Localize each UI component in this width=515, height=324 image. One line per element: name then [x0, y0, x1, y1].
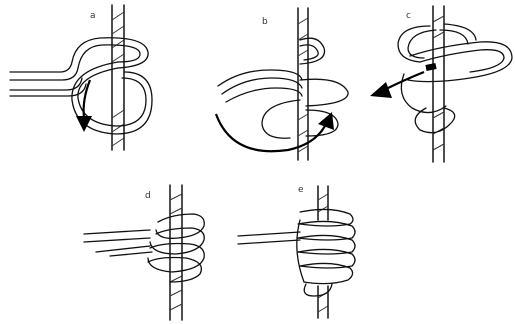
panel-c: c [370, 6, 512, 162]
panel-d-cord [84, 214, 204, 282]
panel-e: e [238, 185, 355, 318]
panel-c-label: c [406, 11, 411, 21]
panel-c-cord [398, 24, 512, 133]
panel-e-cord [238, 209, 355, 296]
panel-a-arrow [76, 80, 92, 132]
panel-a-label: a [90, 11, 96, 21]
panel-d: d [84, 185, 204, 320]
panel-b: b [216, 8, 348, 160]
panel-a: a [10, 5, 152, 150]
panel-b-arrow [216, 112, 334, 151]
panel-d-label: d [145, 191, 151, 201]
panel-e-label: e [298, 185, 304, 195]
panel-b-label: b [262, 17, 268, 27]
panel-d-rope [170, 185, 182, 320]
panel-e-rope [318, 186, 328, 318]
